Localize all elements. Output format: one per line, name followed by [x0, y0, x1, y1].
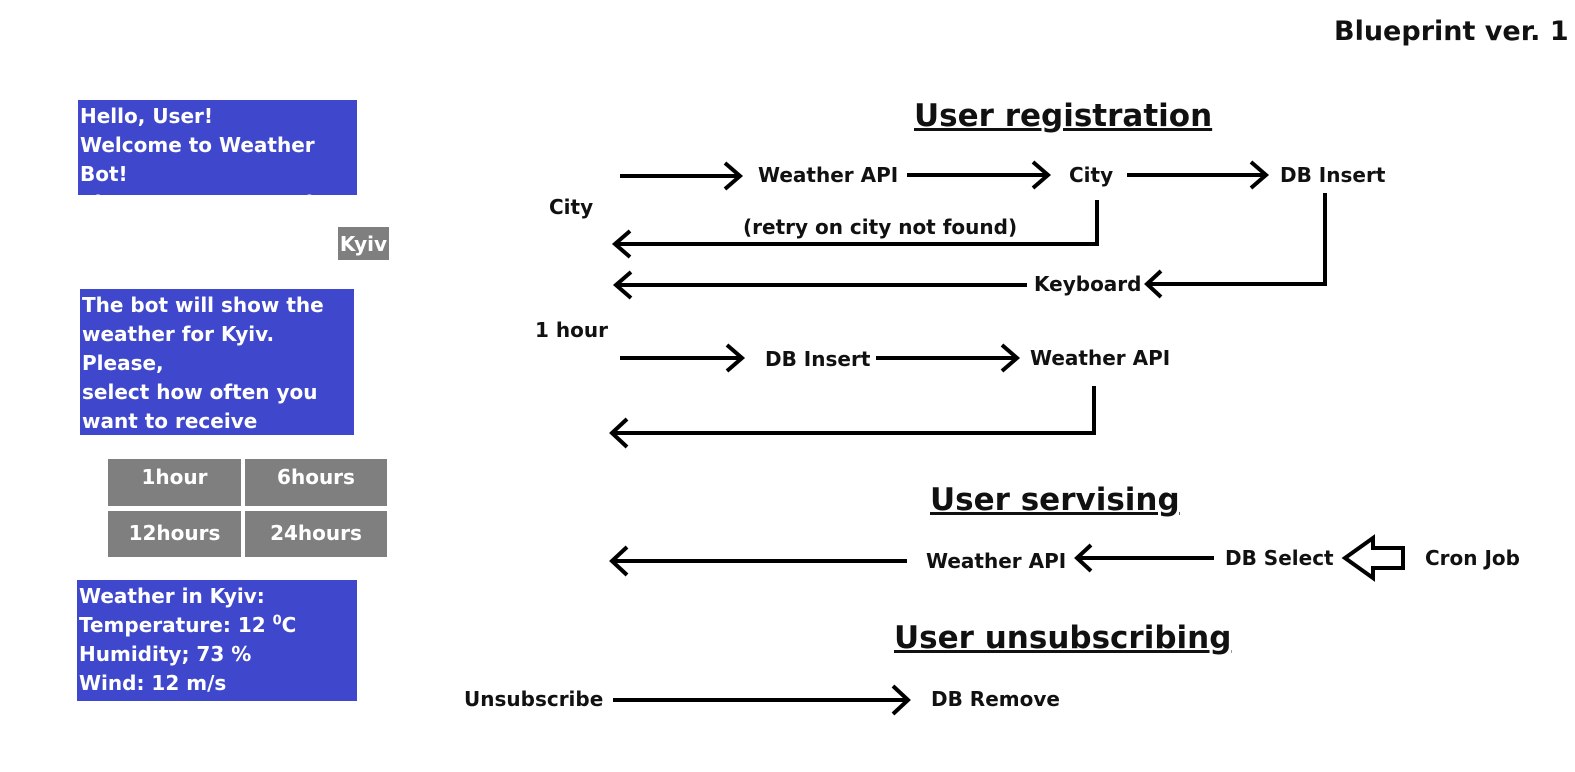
- label-input-hour: 1 hour: [535, 318, 608, 342]
- arrowhead: [611, 229, 632, 259]
- node-db-insert: DB Insert: [1280, 163, 1386, 187]
- node-city: City: [1069, 163, 1114, 187]
- section-heading-unsubscribing: User unsubscribing: [894, 620, 1232, 656]
- arrowhead: [723, 161, 744, 191]
- node-db-insert-2: DB Insert: [765, 347, 871, 371]
- blueprint-title: Blueprint ver. 1: [1334, 16, 1569, 47]
- user-city-reply: Kyiv: [338, 227, 389, 260]
- keyboard-button-1hour[interactable]: 1hour: [108, 459, 241, 506]
- node-weather-api-servicing: Weather API: [926, 549, 1067, 573]
- bot-greeting-message: Hello, User! Welcome to Weather Bot! Ple…: [78, 100, 357, 215]
- report-line-wind: Wind: 12 m/s: [79, 671, 227, 695]
- label-unsubscribe: Unsubscribe: [464, 687, 604, 711]
- section-heading-registration: User registration: [914, 98, 1213, 134]
- arrowhead: [891, 684, 911, 716]
- arrowhead: [1031, 160, 1052, 190]
- arrowhead: [1249, 160, 1270, 190]
- keyboard-button-6hours[interactable]: 6hours: [245, 459, 387, 506]
- arrowhead: [1074, 543, 1093, 573]
- weather-report-message: Weather in Kyiv: Temperature: 12 0C Humi…: [77, 580, 357, 701]
- node-weather-api: Weather API: [758, 163, 899, 187]
- arrow-db-insert-to-keyboard: [1147, 193, 1327, 286]
- node-db-remove: DB Remove: [931, 687, 1060, 711]
- arrowhead: [609, 417, 629, 449]
- node-cron-job: Cron Job: [1425, 546, 1520, 570]
- report-line-humidity: Humidity; 73 %: [79, 642, 252, 666]
- node-weather-api-2: Weather API: [1030, 346, 1171, 370]
- keyboard-button-12hours[interactable]: 12hours: [108, 511, 241, 557]
- report-line-temperature: Temperature: 12 0C: [79, 613, 297, 637]
- arrow-retry-return: [615, 200, 1099, 246]
- keyboard-button-24hours[interactable]: 24hours: [245, 511, 387, 557]
- arrowhead: [1144, 269, 1163, 299]
- block-arrow-cron-to-db-select: [1341, 534, 1405, 582]
- node-keyboard: Keyboard: [1034, 272, 1142, 296]
- label-retry-note: (retry on city not found): [743, 215, 1018, 239]
- arrowhead: [725, 343, 746, 373]
- arrowhead: [612, 270, 633, 300]
- label-input-city: City: [549, 195, 594, 219]
- report-line-city: Weather in Kyiv:: [79, 584, 265, 608]
- arrow-weather-api-return: [612, 386, 1096, 435]
- section-heading-servicing: User servising: [930, 482, 1180, 518]
- arrowhead: [1000, 343, 1021, 373]
- arrowhead: [609, 545, 629, 577]
- node-db-select: DB Select: [1225, 546, 1334, 570]
